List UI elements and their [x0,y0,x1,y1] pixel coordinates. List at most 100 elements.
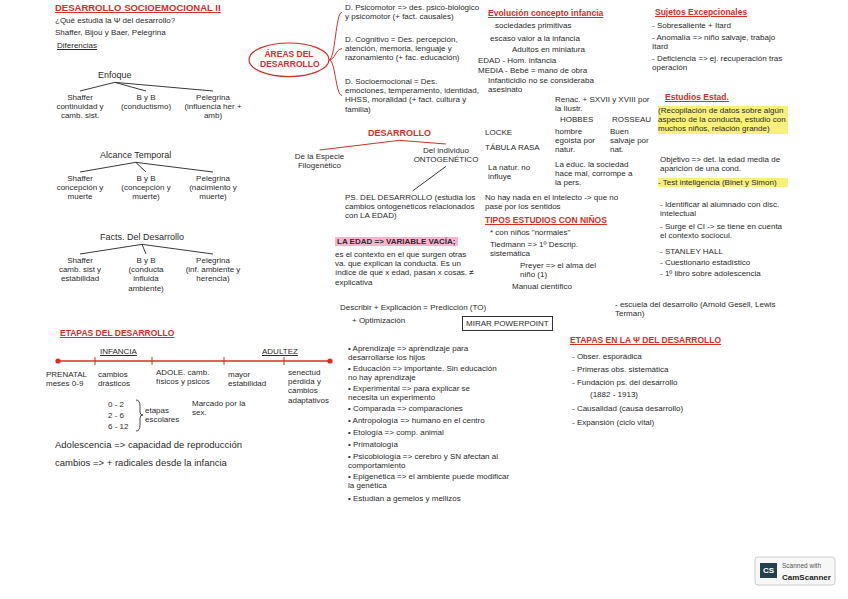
node-text: Pelegrina [182,256,244,265]
section-heading: TIPOS ESTUDIOS CON NIÑOS [485,216,607,226]
watermark: CamScanner [782,573,831,582]
node-text: (conductismo) [117,102,175,111]
section-heading: Estudios Estad. [665,93,729,103]
timeline-dot [327,358,332,363]
concept-node: D. Psicomotor => des. psico-biológico y … [345,3,480,21]
connector [329,12,342,60]
note-text: - STANLEY HALL [660,247,723,256]
note-text: Objetivo => det. la edad media de aparic… [660,155,788,173]
note-text: - escuela del desarrollo (Arnold Gesell,… [615,300,790,318]
note-text: sociedades primitivas [495,21,571,30]
note-text: 6 - 12 [108,422,128,431]
connector [400,140,447,144]
node-text: Del individuo ONTOGENÉTICO [410,146,482,164]
timeline-dot [55,358,60,363]
connector [80,82,115,91]
note-text: Diferencias [57,41,97,50]
note-text: ¿Qué estudia la Ψ del desarrollo? [55,16,175,25]
concept-node: B y B(concepción y muerte) [117,174,175,202]
concept-node: D. Cognitivo = Des. percepción, atención… [345,35,480,63]
note-text: (1882 - 1913) [590,390,638,399]
note-text: La natur. no influye [488,163,536,181]
node-text: concepción y muerte [50,183,110,201]
connector [320,140,400,150]
note-text: - 1º libro sobre adolescencia [660,269,790,278]
note-text: - Identificar al alumnado con disc. inte… [660,200,788,218]
concept-node: B y B(conducta influida ambiente) [117,256,175,293]
note-text: - Surge el CI -> se tiene en cuenta el c… [660,222,788,240]
note-text: INFANCIA [100,347,137,356]
node-text: B y B [117,256,175,265]
note-text: • Primatología [348,440,398,449]
note-text: ADOLE. camb. físicos y psicos [156,368,216,386]
connector [115,82,213,91]
concept-node: De la Especie Filogenético [282,152,357,170]
note-text: • Comparada => comparaciones [348,404,463,413]
note-text: Buen salvaje por nat. [610,127,652,155]
concept-node: Enfoque [98,70,132,80]
node-text: B y B [117,174,175,183]
node-text: Shaffer [50,93,110,102]
logo-icon: CS [760,563,777,578]
concept-node: D. Socioemocional = Des. emociones, temp… [345,77,480,114]
node-text: De la Especie Filogenético [282,152,357,170]
note-text: • Epigenética => el ambiente puede modif… [348,472,513,490]
node-text: Pelegrina [182,174,244,183]
note-text: • Experimental => para explicar se neces… [348,384,498,402]
connector [80,162,136,172]
connector [142,244,213,254]
node-text: Shaffer [50,256,110,265]
timeline-tick [284,357,285,365]
note-box: MIRAR POWERPOINT [462,316,553,331]
note-text: • Etología => comp. animal [348,428,444,437]
note-text: • Estudian a gemelos y mellizos [348,494,461,503]
note-text: Tiedmann => 1º Descrip. sistemática [490,240,585,258]
note-text: cambios => + radicales desde la infancia [55,458,227,469]
note-text: Manual científico [512,282,572,291]
node-text: MIRAR POWERPOINT [466,319,549,328]
watermark: Scanned with [782,562,821,569]
note-text: PRENATAL meses 0-9 [46,370,91,388]
node-text: B y B [117,93,175,102]
note-text: No hay nada en el intelecto -> que no pa… [485,193,635,211]
connector [136,162,213,172]
node-text: D. Cognitivo = Des. percepción, atención… [345,35,480,63]
node-text: DESARROLLO [368,128,431,138]
node-text: camb. sist y estabilidad [50,265,110,283]
node-text: Pelegrina [182,93,244,102]
timeline-tick [95,357,96,365]
node-text: ÁREAS DEL DESARROLLO [260,50,318,70]
note-text: Shaffer, Bijou y Baer, Pelegrina [55,28,166,37]
note-text: * con niños "normales" [490,228,570,237]
node-text: (concepción y muerte) [117,183,175,201]
node-text: (conducta influida ambiente) [117,265,175,293]
note-text: Renac. + SXVII y XVIII por la Ilustr. [555,95,650,113]
note-text: TÁBULA RASA [485,143,540,152]
concept-node: Pelegrina(nacimiento y muerte) [182,174,244,202]
node-text: (nacimiento y muerte) [182,183,244,201]
concept-node: Shafferconcepción y muerte [50,174,110,202]
concept-node: Facts. Del Desarrollo [100,232,184,242]
ellipse-shape [249,43,329,77]
node-text: Alcance Temporal [100,150,171,160]
note-text: + Optimización [352,316,405,325]
concept-node: Alcance Temporal [100,150,171,160]
note-text: mayor estabilidad [228,370,283,388]
note-text: EDAD - Hom. infancia [478,56,556,65]
connector [329,49,342,60]
area-ellipse: ÁREAS DEL DESARROLLO [248,42,330,78]
section-heading: ETAPAS DEL DESARROLLO [60,329,174,339]
connector [142,244,146,254]
note-text: cambios drásticos [98,370,148,388]
note-text: MEDIA - Bebé = mano de obra [478,66,587,75]
note-text: Adolescencia => capacidad de reproducció… [55,440,242,451]
note-text: 2 - 6 [108,411,124,420]
note-text: • Aprendizaje => aprendizaje para desarr… [348,344,498,362]
concept-node: Pelegrina(influencia her + amb) [182,93,244,121]
timeline-tick [152,357,153,365]
note-text: escaso valor a la infancia [490,34,580,43]
concept-node: Shaffercontinuidad y camb. sist. [50,93,110,121]
section-heading: Evolución concepto infancia [488,9,603,19]
brace [136,400,143,431]
note-text: hombre egoísta por natur. [555,127,605,155]
